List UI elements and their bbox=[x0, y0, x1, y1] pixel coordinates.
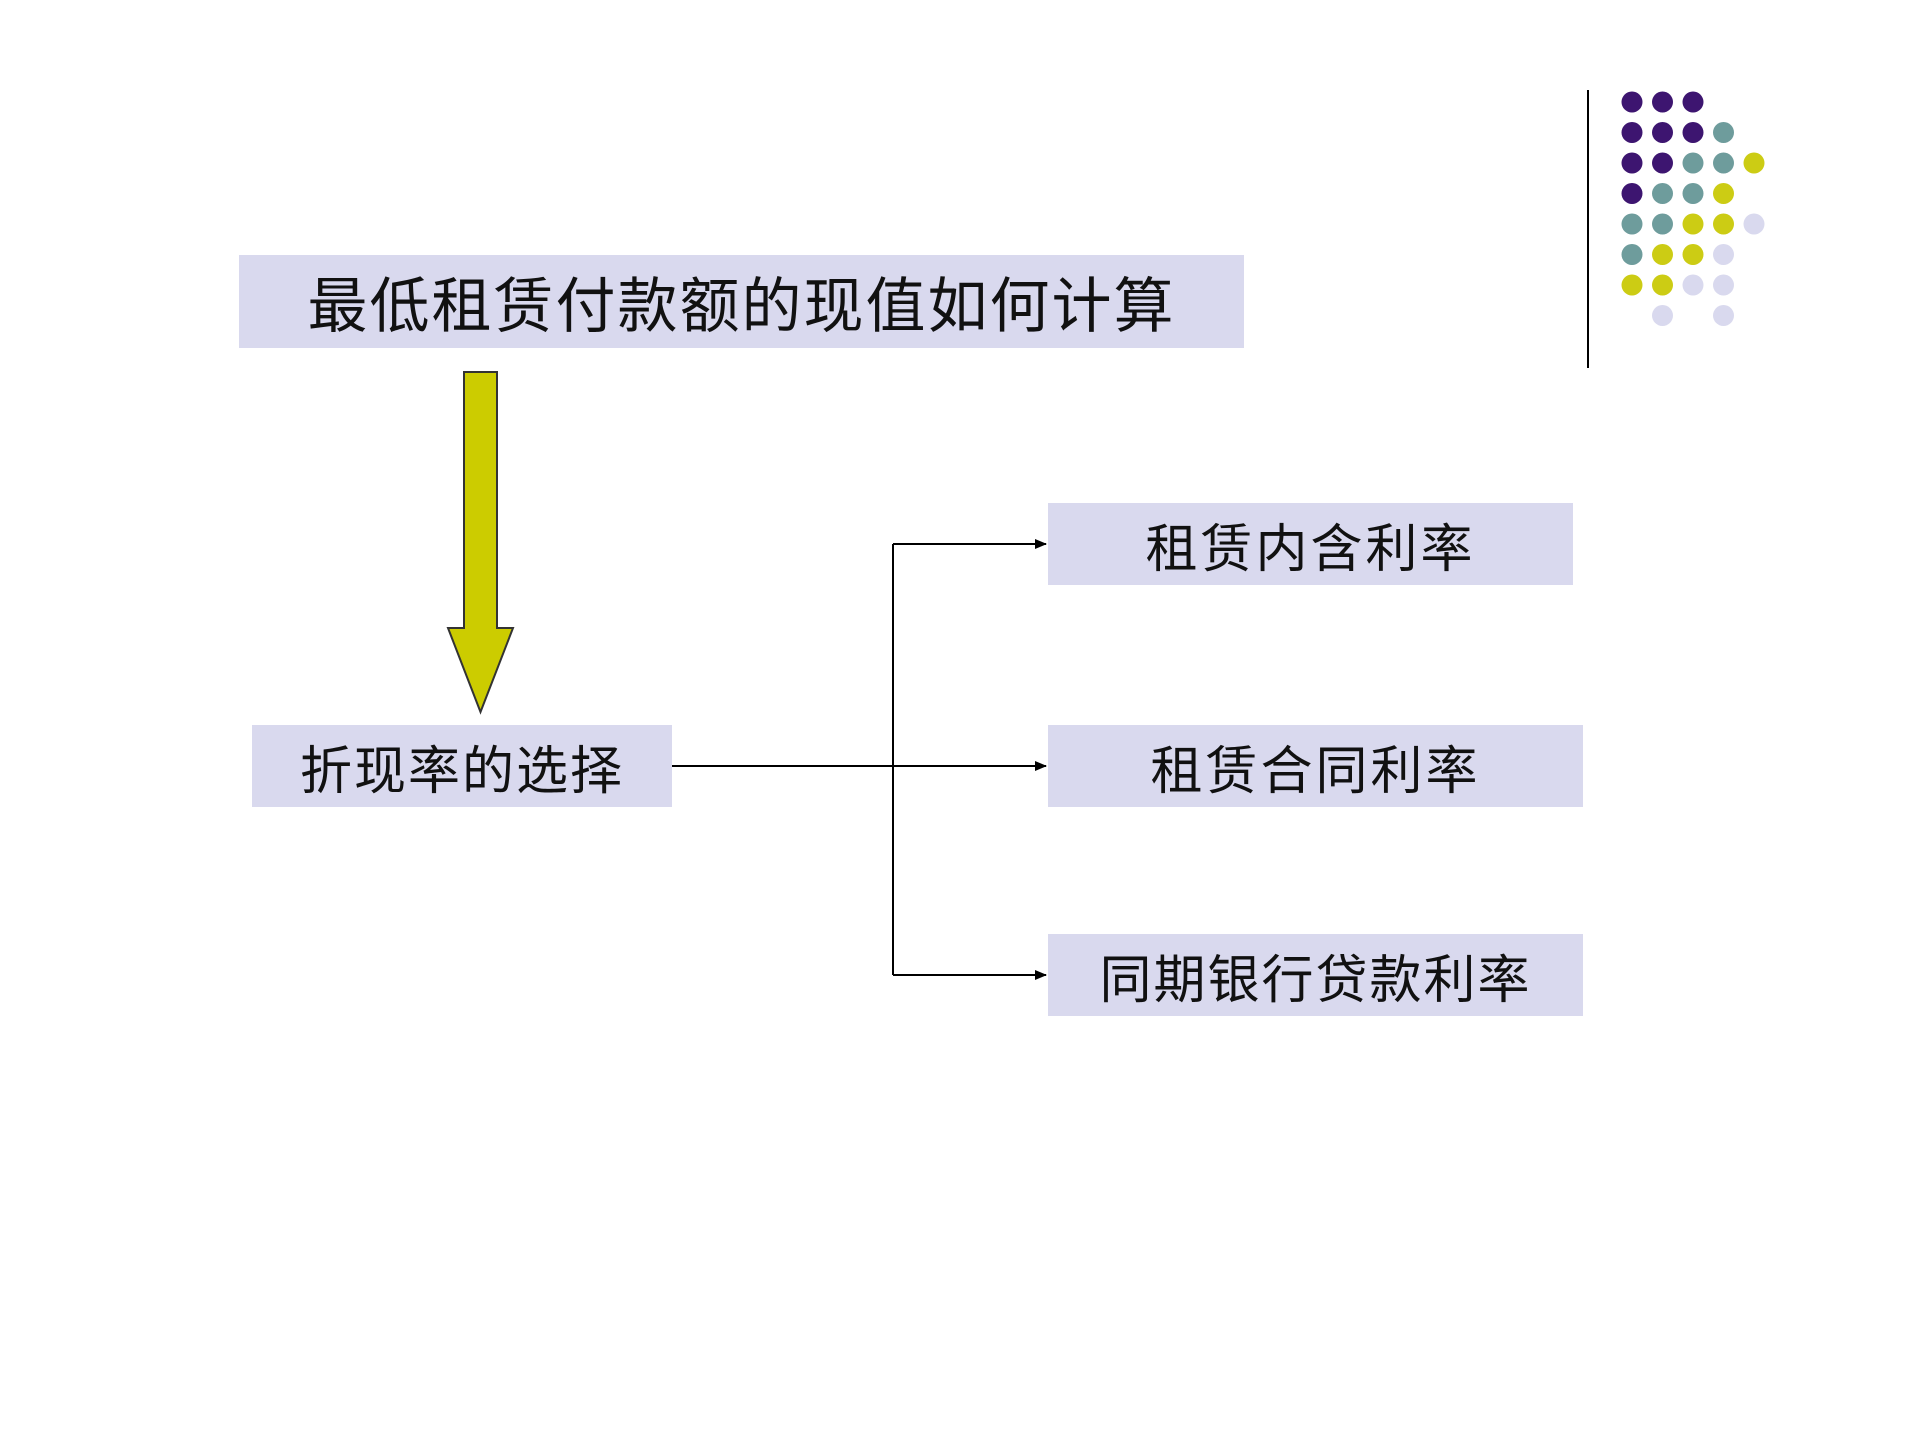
discount-rate-box: 折现率的选择 bbox=[252, 725, 672, 807]
decorative-dot bbox=[1713, 305, 1734, 326]
decorative-dot bbox=[1621, 122, 1643, 143]
discount-rate-text: 折现率的选择 bbox=[299, 741, 624, 802]
decorative-dot bbox=[1743, 213, 1765, 235]
decorative-dot bbox=[1621, 183, 1643, 204]
decorative-dot bbox=[1682, 91, 1704, 113]
option-box-implicit-rate: 租赁内含利率 bbox=[1048, 503, 1573, 585]
option-text: 租赁合同利率 bbox=[1150, 741, 1481, 802]
decorative-dot bbox=[1713, 244, 1734, 265]
option-text: 租赁内含利率 bbox=[1145, 519, 1476, 580]
decorative-dot bbox=[1621, 213, 1643, 235]
decorative-dot bbox=[1713, 122, 1734, 143]
decorative-dot bbox=[1652, 213, 1673, 235]
option-text: 同期银行贷款利率 bbox=[1099, 950, 1532, 1011]
decorative-dot bbox=[1652, 244, 1673, 265]
decorative-dot bbox=[1621, 274, 1643, 296]
decorative-dot bbox=[1621, 152, 1643, 174]
decorative-dot bbox=[1682, 213, 1704, 235]
decorative-dot bbox=[1652, 305, 1673, 326]
decorative-dot bbox=[1652, 91, 1673, 113]
decorative-dot bbox=[1682, 274, 1704, 296]
title-text: 最低租赁付款额的现值如何计算 bbox=[307, 272, 1176, 342]
option-box-contract-rate: 租赁合同利率 bbox=[1048, 725, 1583, 807]
decorative-dot bbox=[1713, 274, 1734, 296]
decorative-dot bbox=[1682, 152, 1704, 174]
decorative-dot bbox=[1713, 213, 1734, 235]
decorative-dot bbox=[1652, 152, 1673, 174]
decorative-dot bbox=[1682, 183, 1704, 204]
decorative-dot bbox=[1621, 91, 1643, 113]
decorative-dot bbox=[1682, 244, 1704, 265]
decorative-dot bbox=[1652, 183, 1673, 204]
decorative-dot bbox=[1652, 274, 1673, 296]
decorative-dot bbox=[1713, 152, 1734, 174]
down-arrow-icon bbox=[446, 371, 515, 715]
decorative-dot bbox=[1743, 152, 1765, 174]
decorative-dot-grid bbox=[1621, 91, 1765, 326]
title-box: 最低租赁付款额的现值如何计算 bbox=[239, 255, 1244, 348]
option-box-bank-loan-rate: 同期银行贷款利率 bbox=[1048, 934, 1583, 1016]
decorative-dot bbox=[1713, 183, 1734, 204]
decorative-dot bbox=[1621, 244, 1643, 265]
decorative-dot bbox=[1652, 122, 1673, 143]
decorative-dot bbox=[1682, 122, 1704, 143]
